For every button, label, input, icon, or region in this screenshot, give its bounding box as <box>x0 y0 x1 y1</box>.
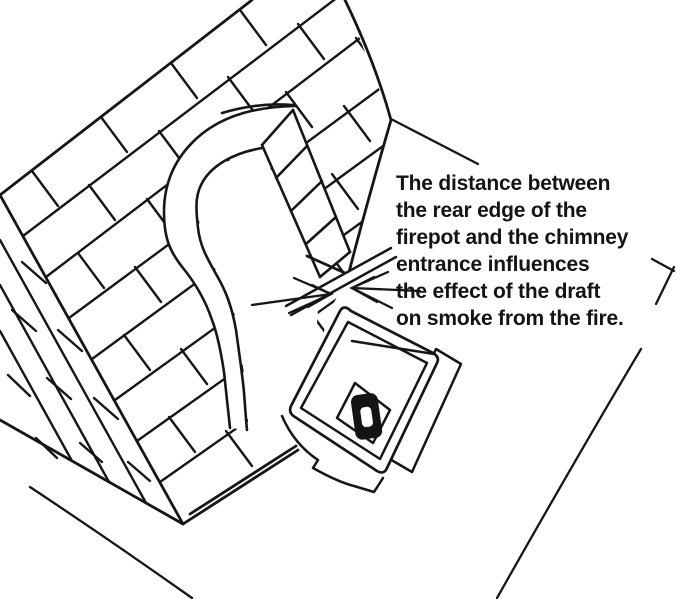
wall-base-left <box>0 418 185 526</box>
dimension-arrow-right <box>349 270 422 310</box>
dimension-arrow-left <box>250 276 334 315</box>
wall-right-edge-lower <box>346 118 393 278</box>
annotation-line: the effect of the draft <box>396 280 601 303</box>
chimney-entrance-arch <box>162 103 352 432</box>
arch-inner-curve <box>195 146 264 432</box>
annotation-line: entrance influences <box>396 253 590 276</box>
wall-corner-seam <box>0 193 185 526</box>
firepot-back-inner-edge <box>350 339 436 356</box>
floor-front-edge <box>28 485 194 599</box>
wall-base-right <box>181 448 300 526</box>
fire-hole <box>350 393 383 440</box>
floor-corner-mark-b <box>654 265 676 306</box>
firepot <box>280 306 440 494</box>
annotation-text: The distance between the rear edge of th… <box>396 170 628 332</box>
wall-base-inner-line <box>188 444 298 516</box>
annotation-line: The distance between <box>396 172 611 195</box>
annotation-line: the rear edge of the <box>396 199 587 222</box>
entrance-sill-line <box>305 254 347 275</box>
wall-right-edge-upper <box>343 0 393 122</box>
floor-corner-mark-a <box>650 257 676 273</box>
floor-right-edge <box>495 347 643 599</box>
arch-band <box>164 106 295 430</box>
floor-back-edge <box>389 117 480 166</box>
wall-outline <box>0 0 393 526</box>
floor-lines <box>28 117 676 599</box>
jamb-band <box>262 110 350 277</box>
dimension-arrows <box>250 270 422 315</box>
arch-outer-curve <box>162 104 297 430</box>
firepot-base-lip <box>280 414 385 494</box>
wall-ridge-edge <box>0 0 254 197</box>
chimney-opening <box>198 150 320 432</box>
annotation-line: firepot and the chimney <box>396 226 629 249</box>
annotation-line: on smoke from the fire. <box>396 307 624 330</box>
arch-double-line <box>220 103 295 115</box>
